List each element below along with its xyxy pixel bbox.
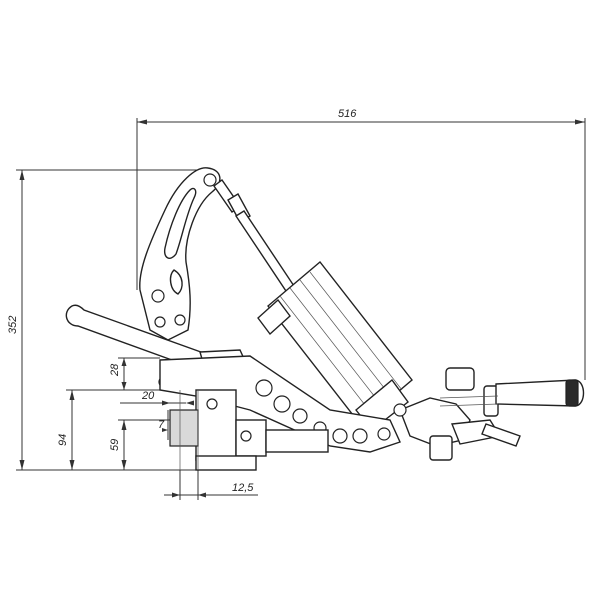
dimension-516: 516 — [136, 108, 586, 380]
dim-label-12-5: 12,5 — [232, 482, 254, 494]
valve-assembly — [393, 367, 521, 461]
dimension-352: 352 — [7, 169, 210, 471]
dimension-59: 59 — [109, 419, 178, 470]
side-pivot-hole — [174, 314, 186, 326]
dim-label-20: 20 — [141, 390, 155, 402]
dimension-94: 94 — [57, 389, 175, 470]
dim-label-59: 59 — [109, 439, 121, 451]
dim-label-28: 28 — [109, 363, 121, 377]
dimension-12-5: 12,5 — [164, 470, 258, 500]
mid-pivot-hole — [151, 289, 165, 303]
dimension-28: 28 — [109, 357, 160, 390]
clamp-base — [169, 389, 329, 471]
upper-arm — [139, 167, 221, 341]
dim-label-7: 7 — [158, 419, 165, 431]
piston-rod — [213, 179, 301, 301]
upper-pivot-hole — [203, 173, 217, 187]
right-grip — [439, 379, 585, 417]
dimension-20: 20 — [120, 390, 194, 406]
lower-pivot-hole — [154, 316, 166, 328]
dim-label-516: 516 — [338, 108, 357, 120]
dim-label-94: 94 — [57, 434, 69, 446]
dim-label-352: 352 — [7, 316, 19, 334]
